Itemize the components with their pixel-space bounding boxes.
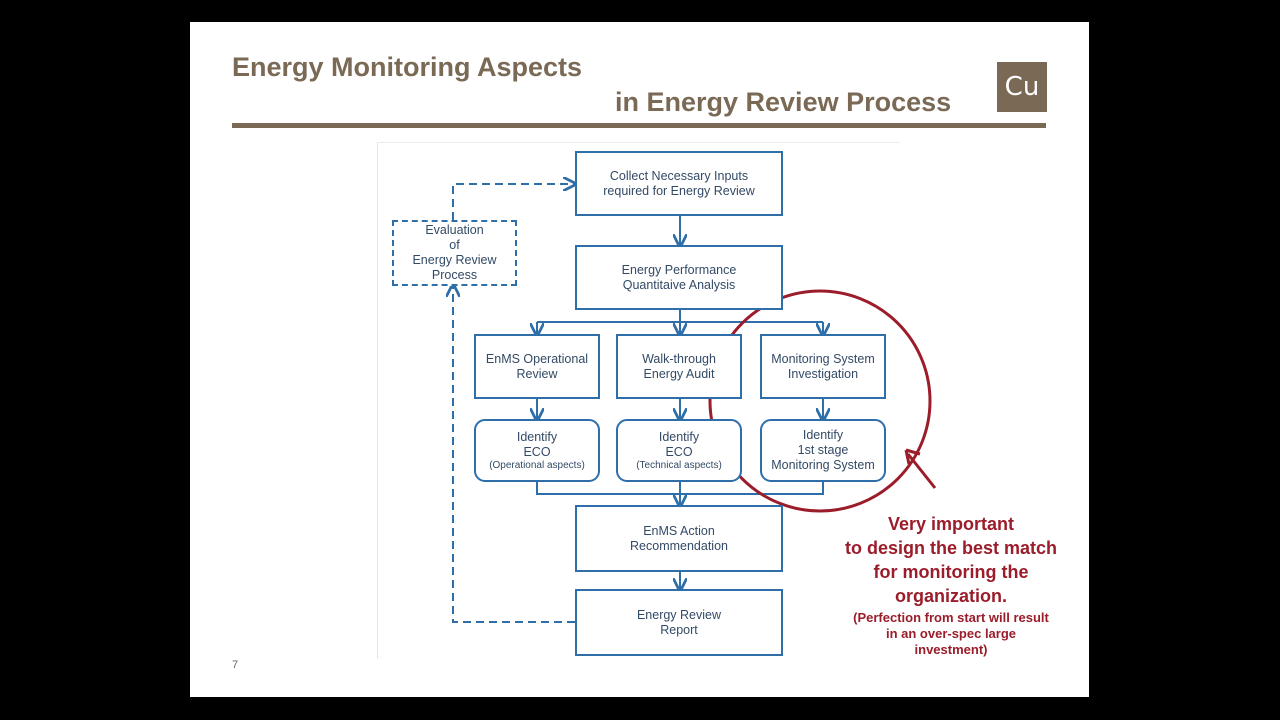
slide-title-line-1: Energy Monitoring Aspects: [232, 52, 583, 82]
box-energy-review-report: Energy Review Report: [575, 589, 783, 656]
flow-connectors: [190, 22, 937, 623]
callout-main-text: Very important to design the best match …: [844, 514, 1058, 606]
highlight-circle: [708, 289, 932, 513]
box-enms-action-recommendation: EnMS Action Recommendation: [575, 505, 783, 572]
arrow-split-line: [537, 309, 823, 323]
feedback-report-to-evaluation: [453, 286, 575, 623]
box-identify-eco-operational: Identify ECO (Operational aspects): [474, 419, 600, 482]
cu-logo: Cu: [997, 62, 1047, 112]
callout-note: Very important to design the best match …: [820, 512, 1082, 658]
slide: Energy Monitoring Aspects in Energy Revi…: [190, 22, 1089, 697]
callout-arrow-head: [904, 448, 921, 465]
box-monitoring-investigation: Monitoring System Investigation: [760, 334, 886, 399]
slide-title-line-2: in Energy Review Process: [615, 87, 952, 117]
callout-arrow-line: [906, 453, 937, 489]
box-evaluation: Evaluation of Energy Review Process: [392, 220, 517, 286]
title-underline: [232, 123, 1046, 128]
feedback-evaluation-to-collect: [452, 184, 574, 220]
callout-sub-text: (Perfection from start will result in an…: [853, 610, 1049, 657]
page-number: 7: [232, 659, 239, 671]
box-collect-inputs: Collect Necessary Inputs required for En…: [575, 151, 783, 216]
box-identify-first-stage-monitoring: Identify 1st stage Monitoring System: [760, 419, 886, 482]
box-identify-eco-technical: Identify ECO (Technical aspects): [616, 419, 742, 482]
box-enms-operational-review: EnMS Operational Review: [474, 334, 600, 399]
box-performance-analysis: Energy Performance Quantitaive Analysis: [575, 245, 783, 310]
box-walkthrough-audit: Walk-through Energy Audit: [616, 334, 742, 399]
